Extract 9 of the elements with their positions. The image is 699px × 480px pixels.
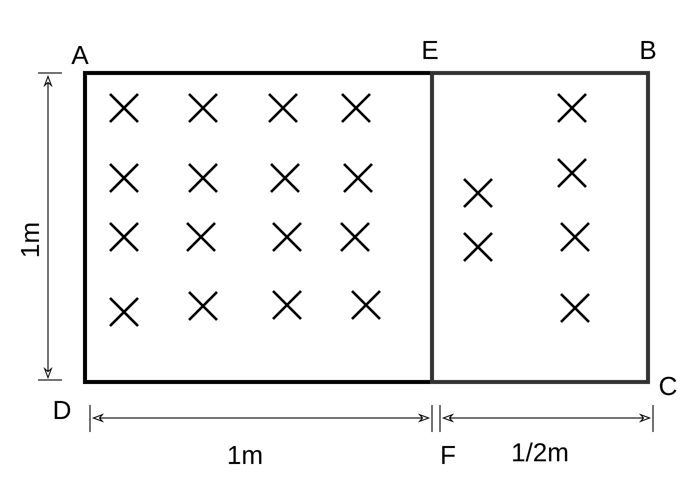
- corner-label: B: [641, 41, 656, 59]
- corner-label: C: [660, 376, 676, 396]
- dimension-label: 1m: [21, 224, 39, 256]
- dimension-label: 1m: [228, 446, 262, 464]
- corner-label: F: [442, 446, 455, 464]
- corner-label: A: [71, 46, 89, 64]
- dimension-label: 1/2m: [513, 442, 568, 462]
- corner-label: E: [423, 41, 438, 59]
- corner-label: D: [54, 401, 70, 419]
